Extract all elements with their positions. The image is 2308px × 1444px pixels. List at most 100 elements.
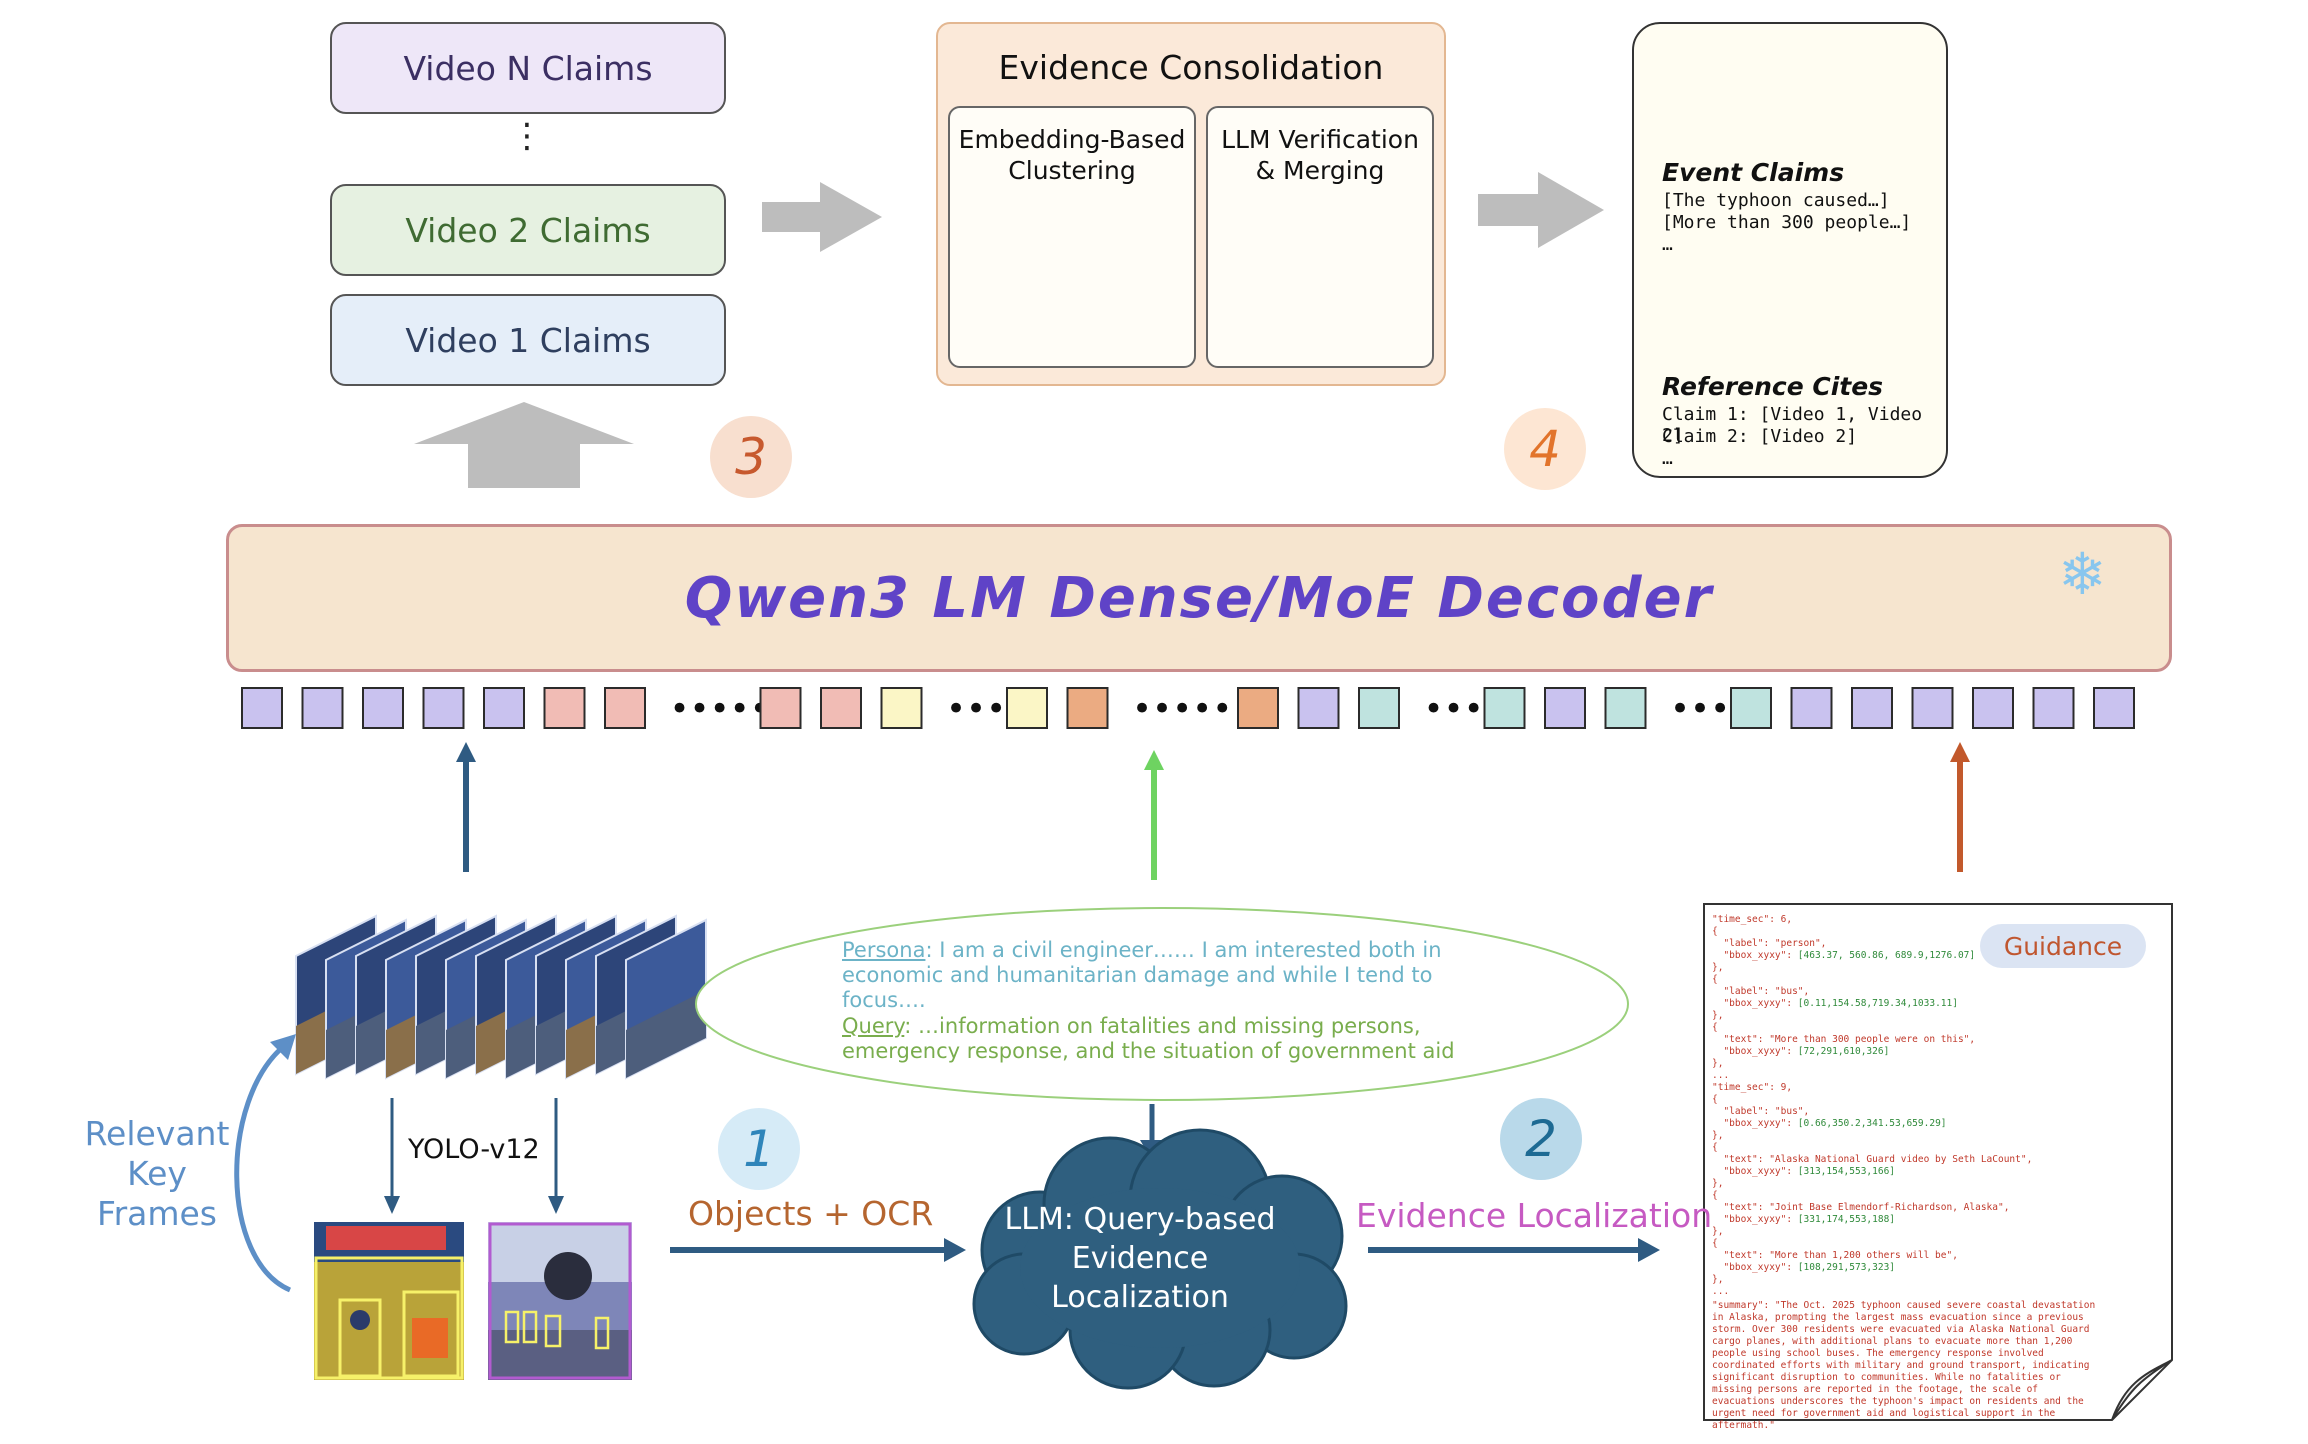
clustering-panel: Embedding-Based Clustering [948, 106, 1196, 368]
code-key: "bbox_xyxy": [1712, 1166, 1798, 1177]
code-key: "text": "Alaska National Guard video by … [1712, 1154, 2033, 1165]
query-key: Query [842, 1014, 905, 1038]
video-1-claims-label: Video 1 Claims [405, 320, 651, 360]
token-square [1237, 687, 1279, 729]
orange-up-arrow [1950, 742, 1970, 872]
code-value: [0.11,154.58,719.34,1033.11] [1797, 998, 1958, 1009]
token-square [1790, 687, 1833, 729]
token-square [362, 687, 404, 729]
code-key: { [1712, 1238, 1718, 1249]
video-2-claims-box: Video 2 Claims [330, 184, 726, 276]
code-key: "bbox_xyxy": [1712, 1262, 1798, 1273]
code-line: }, [1712, 962, 1723, 974]
verification-panel: LLM Verification & Merging [1206, 106, 1434, 368]
code-line: "time_sec": 6, [1712, 914, 1792, 926]
query-text: Query: …information on fatalities and mi… [842, 1014, 1482, 1064]
reference-cites-heading: Reference Cites [1662, 372, 1884, 401]
code-line: "bbox_xyxy": [108,291,573,323] [1712, 1262, 1895, 1274]
code-line: { [1712, 1190, 1718, 1202]
code-line: { [1712, 926, 1718, 938]
code-line: { [1712, 1022, 1718, 1034]
code-key: { [1712, 1094, 1718, 1105]
code-value: [463.37, 560.86, 689.9,1276.07] [1797, 950, 1976, 961]
objects-ocr-label: Objects + OCR [688, 1194, 934, 1233]
code-key: "bbox_xyxy": [1712, 1118, 1798, 1129]
blue-up-arrow [456, 742, 476, 872]
token-strip: •••••••••••••••••••• [241, 687, 2135, 729]
reference-line: Claim 1: [Video 1, Video 2] [1662, 404, 1923, 446]
token-square [1730, 687, 1772, 729]
token-square [820, 687, 862, 729]
token-gap-dots: ••• [1670, 689, 1730, 729]
code-key: }, [1712, 962, 1724, 973]
token-square [1066, 687, 1109, 729]
token-gap-dots: ••• [946, 689, 1006, 729]
code-line: { [1712, 974, 1718, 986]
relevant-key-frames-label: Relevant Key Frames [84, 1114, 230, 1233]
code-key: "bbox_xyxy": [1712, 950, 1798, 961]
code-key: }, [1712, 1058, 1724, 1069]
code-line: "label": "bus", [1712, 986, 1809, 998]
code-key: }, [1712, 1226, 1724, 1237]
code-value: [313,154,553,166] [1797, 1166, 1896, 1177]
vertical-ellipsis: ⋮ [510, 116, 544, 156]
code-line: "bbox_xyxy": [72,291,610,326] [1712, 1046, 1889, 1058]
token-square [2093, 687, 2135, 729]
code-line: "text": "Alaska National Guard video by … [1712, 1154, 2032, 1166]
curved-arrow-key-frames [234, 1044, 292, 1293]
guidance-tag: Guidance [1980, 924, 2146, 968]
code-line: { [1712, 1238, 1718, 1250]
code-key: "bbox_xyxy": [1712, 1046, 1798, 1057]
token-square [1972, 687, 2014, 729]
code-key: { [1712, 1190, 1718, 1201]
code-key: }, [1712, 1274, 1724, 1285]
token-square [483, 687, 525, 729]
code-line: ... [1712, 1286, 1729, 1298]
clustering-title: Embedding-Based Clustering [958, 125, 1186, 185]
code-key: "label": "bus", [1712, 1106, 1810, 1117]
video-1-claims-box: Video 1 Claims [330, 294, 726, 386]
llm-cloud [972, 1128, 1348, 1390]
code-value: [331,174,553,188] [1797, 1214, 1896, 1225]
event-claim-line: [More than 300 people…] [1662, 212, 1912, 233]
token-square [880, 687, 923, 729]
code-key: { [1712, 926, 1718, 937]
token-square [1358, 687, 1400, 729]
query-body: : …information on fatalities and missing… [842, 1014, 1455, 1063]
persona-text: Persona: I am a civil engineer…… I am in… [842, 938, 1482, 1013]
llm-cloud-label: LLM: Query-based Evidence Localization [1004, 1202, 1276, 1315]
code-line: }, [1712, 1010, 1723, 1022]
token-square [1911, 687, 1954, 729]
arrow-objects-to-llm [670, 1238, 966, 1262]
step-1-badge: 1 [718, 1108, 800, 1190]
token-square [1604, 687, 1647, 729]
video-frames-stack [295, 914, 707, 1080]
code-value: [108,291,573,323] [1797, 1262, 1896, 1273]
code-key: "label": "bus", [1712, 986, 1810, 997]
code-line: }, [1712, 1178, 1723, 1190]
code-key: "bbox_xyxy": [1712, 998, 1798, 1009]
token-square [1851, 687, 1893, 729]
detection-frame-plane [488, 1222, 632, 1380]
code-line: "bbox_xyxy": [331,174,553,188] [1712, 1214, 1895, 1226]
token-square [422, 687, 465, 729]
evidence-consolidation-panel: Evidence Consolidation Embedding-Based C… [936, 22, 1446, 386]
token-square [301, 687, 344, 729]
curved-arrow-head [270, 1034, 296, 1060]
code-key: }, [1712, 1010, 1724, 1021]
token-square [2032, 687, 2075, 729]
code-line: "label": "person", [1712, 938, 1826, 950]
code-line: "bbox_xyxy": [0.11,154.58,719.34,1033.11… [1712, 998, 1958, 1010]
token-square [1006, 687, 1048, 729]
detection-frame-bus [314, 1222, 464, 1380]
code-line: }, [1712, 1226, 1723, 1238]
event-claim-line: … [1662, 234, 1673, 255]
reference-line: … [1662, 448, 1673, 469]
snowflake-icon: ❄ [2058, 540, 2107, 608]
video-n-claims-label: Video N Claims [403, 48, 653, 88]
evidence-localization-label: Evidence Localization [1356, 1196, 1713, 1235]
token-gap-dots: •••••• [1132, 689, 1252, 729]
persona-body: : I am a civil engineer…… I am intereste… [842, 938, 1442, 1012]
consolidation-title: Evidence Consolidation [998, 48, 1384, 87]
